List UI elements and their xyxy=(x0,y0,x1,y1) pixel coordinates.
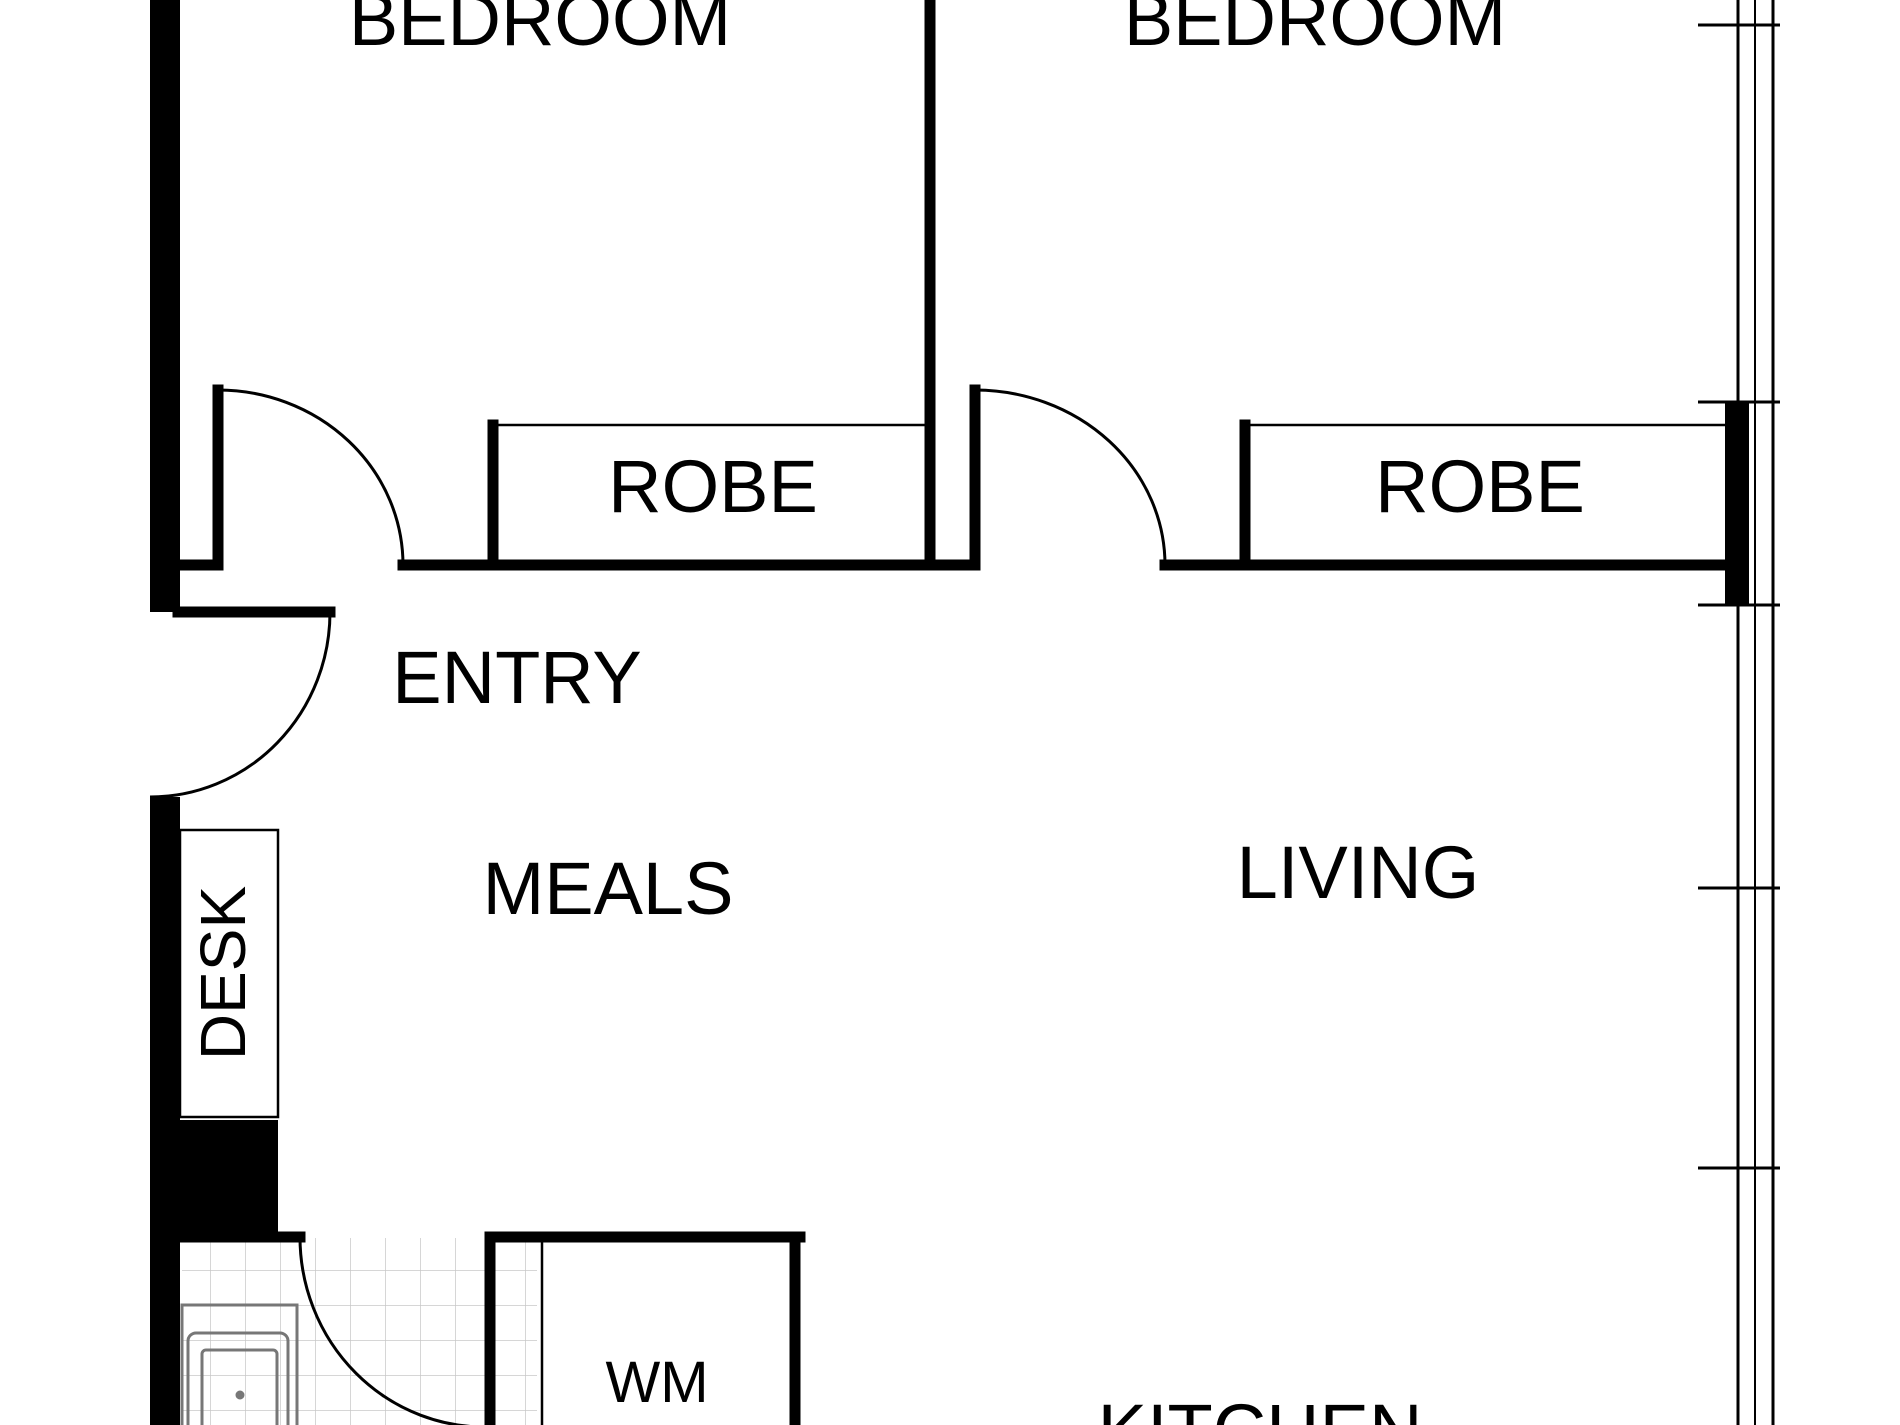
robe-fronts xyxy=(493,423,1725,1425)
wm-label: WM xyxy=(605,1350,708,1415)
robe-right-label: ROBE xyxy=(1375,445,1585,528)
interior-walls xyxy=(172,0,1736,1425)
meals-label: MEALS xyxy=(483,847,734,930)
desk-label: DESK xyxy=(187,886,259,1060)
living-label: LIVING xyxy=(1237,831,1480,914)
bathtub xyxy=(180,1303,299,1425)
bedroom-right-label: BEDROOM xyxy=(1124,0,1506,61)
door-swings xyxy=(149,388,1167,1425)
entry-label: ENTRY xyxy=(392,636,641,719)
exterior-walls xyxy=(150,0,278,1425)
window-wall xyxy=(1698,0,1780,1425)
bedroom-left-label: BEDROOM xyxy=(349,0,731,61)
kitchen-label: KITCHEN xyxy=(1098,1389,1423,1425)
window-mullion-block xyxy=(1725,402,1749,605)
desk xyxy=(178,828,280,1119)
robe-left-label: ROBE xyxy=(608,445,818,528)
